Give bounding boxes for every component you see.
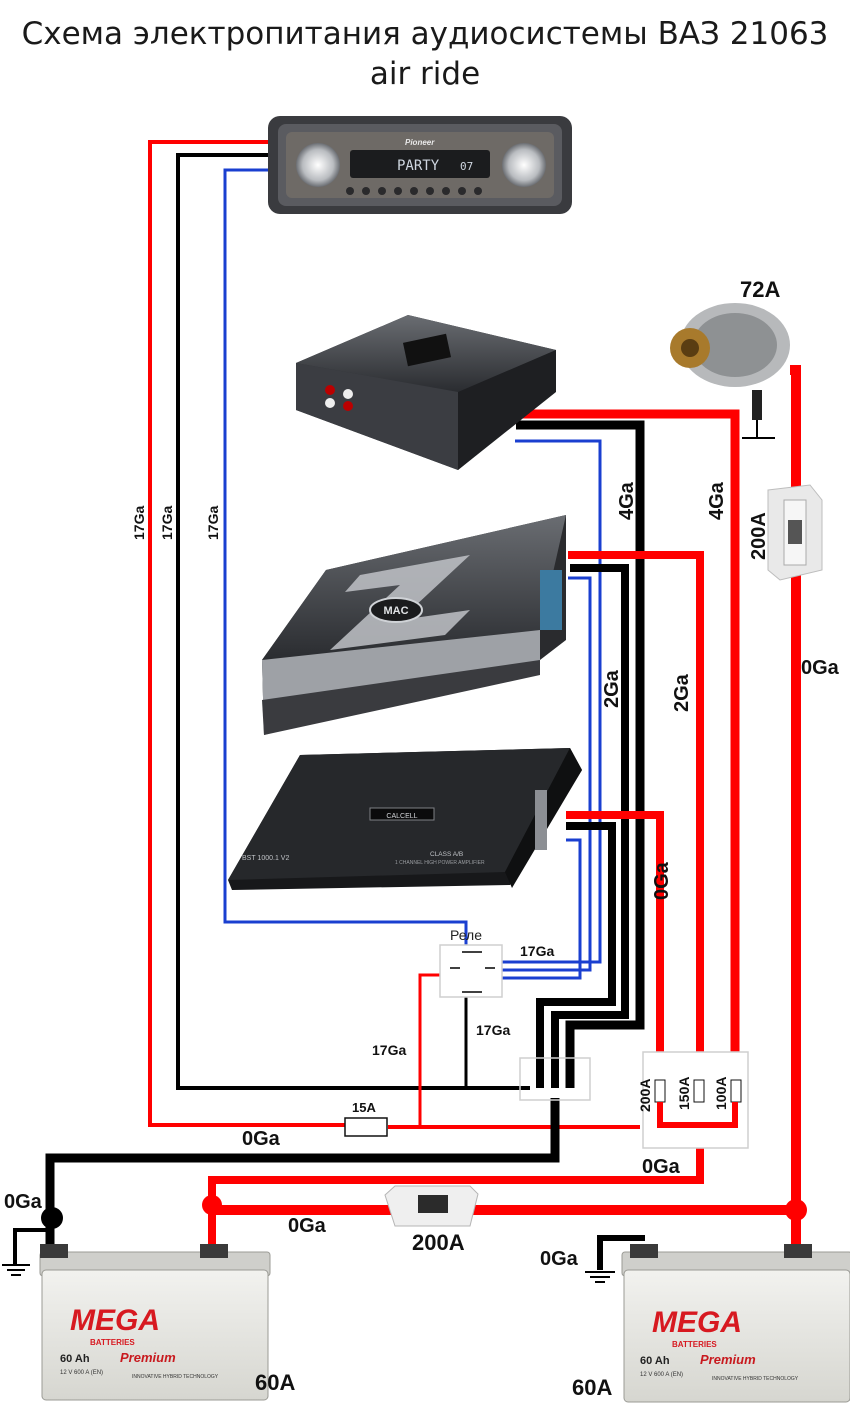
hu-ground-wire	[176, 153, 530, 1090]
label-relay-right: 17Ga	[520, 943, 554, 959]
label-relay-bottom: 17Ga	[476, 1022, 510, 1038]
label-left-black: 17Ga	[159, 506, 175, 540]
battery-left-capacity: 60 Ah	[60, 1353, 90, 1365]
fuse-100	[730, 1079, 742, 1103]
battery-left	[39, 1244, 271, 1401]
fuse-block-label-100: 100A	[713, 1077, 729, 1110]
label-amp2-power: 2Ga	[671, 673, 693, 712]
remote-amp2	[492, 576, 592, 972]
alternator-power-wire	[790, 365, 801, 1270]
amplifier-2: MAC	[262, 515, 566, 735]
battery-left-line: Premium	[120, 1350, 176, 1365]
label-alt-wire: 0Ga	[801, 657, 840, 679]
battery-right-brand: MEGA	[652, 1306, 742, 1339]
fuse-150	[693, 1079, 705, 1103]
label-left-ground: 0Ga	[4, 1191, 43, 1213]
label-fuse-block-out: 0Ga	[642, 1156, 681, 1178]
battery-right-sub: BATTERIES	[672, 1340, 717, 1349]
hu-fuse-label: 15A	[352, 1100, 376, 1115]
label-ground-main: 0Ga	[242, 1128, 281, 1150]
amp1-power-wire	[516, 409, 740, 1065]
amp1-ground-wire	[516, 420, 645, 1088]
battery-right-rating: 60A	[572, 1375, 612, 1400]
relay-power-wire	[418, 973, 440, 1127]
fuse-block-bus	[657, 1102, 738, 1128]
alternator-rating: 72A	[740, 277, 780, 302]
amp2-power-wire	[568, 551, 704, 1065]
mac-logo: MAC	[383, 605, 408, 617]
battery-right-capacity: 60 Ah	[640, 1355, 670, 1367]
label-amp2-ground: 2Ga	[601, 669, 623, 708]
relay-label: Реле	[450, 927, 482, 943]
head-unit-brand: Pioneer	[405, 138, 435, 147]
label-left-blue: 17Ga	[205, 506, 221, 540]
amp3-power-wire	[566, 811, 664, 1065]
diagram-title: Схема электропитания аудиосистемы ВАЗ 21…	[21, 16, 829, 52]
battery-link-fuse-label: 200A	[412, 1230, 465, 1255]
label-right-ground: 0Ga	[540, 1248, 579, 1270]
fuse-200	[654, 1079, 666, 1103]
calcell-model: BST 1000.1 V2	[242, 855, 289, 862]
head-unit: PARTY 07 Pioneer	[268, 116, 572, 214]
junction-dot	[41, 1207, 63, 1229]
battery-right-tech: INNOVATIVE HYBRID TECHNOLOGY	[712, 1376, 799, 1382]
label-amp3-power: 0Ga	[651, 861, 673, 900]
ground-symbol-left	[2, 1228, 52, 1276]
hu-fuse	[344, 1117, 388, 1137]
hu-power-wire	[148, 140, 345, 1127]
label-left-red: 17Ga	[131, 506, 147, 540]
alt-main-fuse	[767, 484, 823, 581]
label-amp1-ground: 4Ga	[616, 481, 638, 520]
battery-left-tech: INNOVATIVE HYBRID TECHNOLOGY	[132, 1374, 219, 1380]
amplifier-1	[296, 315, 556, 470]
calcell-logo: CALCELL	[386, 813, 417, 820]
label-alt-fuse: 200A	[748, 512, 770, 560]
calcell-desc: 1 CHANNEL HIGH POWER AMPLIFIER	[395, 860, 485, 866]
amplifier-3: CALCELL BST 1000.1 V2 CLASS A/B 1 CHANNE…	[228, 748, 582, 890]
fuse-block-feed	[208, 1125, 704, 1270]
label-relay-left: 17Ga	[372, 1042, 406, 1058]
battery-right	[621, 1244, 850, 1403]
diagram-subtitle: air ride	[369, 56, 481, 92]
label-amp1-power: 4Ga	[706, 481, 728, 520]
battery-right-line: Premium	[700, 1352, 756, 1367]
fuse-block-label-150: 150A	[676, 1077, 692, 1110]
battery-left-rating: 60A	[255, 1370, 295, 1395]
battery-left-brand: MEGA	[70, 1304, 160, 1337]
remote-amp1	[492, 439, 602, 964]
ground-junction	[519, 1057, 591, 1101]
ground-symbol-right	[585, 1235, 645, 1283]
battery-link-fuse	[384, 1185, 479, 1227]
junction-dot	[202, 1195, 222, 1215]
amp3-ground-wire	[536, 822, 616, 1088]
label-battery-link: 0Ga	[288, 1215, 327, 1237]
head-unit-display: PARTY	[397, 158, 440, 174]
battery-left-sub: BATTERIES	[90, 1338, 135, 1347]
battery-right-spec: 12 V 600 A (EN)	[640, 1372, 683, 1378]
fuse-block-label-200: 200A	[637, 1079, 653, 1112]
head-unit-display-num: 07	[460, 160, 473, 173]
alternator	[670, 303, 790, 439]
amp2-ground-wire	[551, 564, 629, 1088]
battery-left-spec: 12 V 600 A (EN)	[60, 1370, 103, 1376]
relay	[439, 944, 503, 998]
junction-dot	[785, 1199, 807, 1221]
hu-remote-wire	[223, 168, 468, 945]
calcell-class: CLASS A/B	[430, 851, 463, 858]
remote-amp3	[492, 838, 582, 980]
